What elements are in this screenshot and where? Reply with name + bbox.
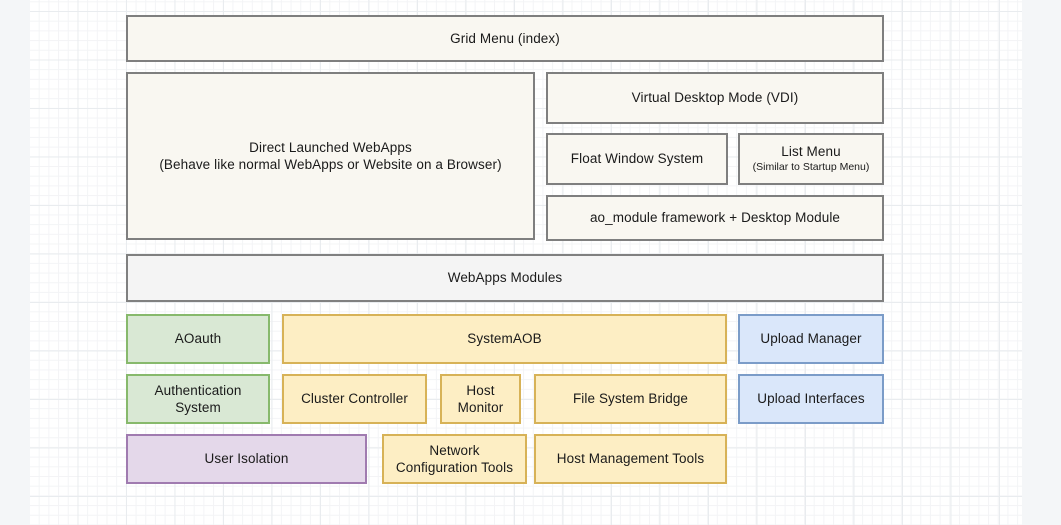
node-label: Float Window System — [571, 150, 703, 167]
node-label: WebApps Modules — [448, 269, 563, 286]
node-label: Upload Interfaces — [757, 390, 865, 407]
node-upload-interfaces[interactable]: Upload Interfaces — [738, 374, 884, 424]
node-label: AOauth — [175, 330, 221, 347]
node-label: Virtual Desktop Mode (VDI) — [632, 89, 799, 106]
node-upload-manager[interactable]: Upload Manager — [738, 314, 884, 364]
node-label: Grid Menu (index) — [450, 30, 560, 47]
node-ao-module-framework[interactable]: ao_module framework + Desktop Module — [546, 195, 884, 241]
node-network-configuration-tools[interactable]: NetworkConfiguration Tools — [382, 434, 527, 484]
node-label: HostMonitor — [458, 382, 504, 417]
node-webapps-modules[interactable]: WebApps Modules — [126, 254, 884, 302]
node-list-menu[interactable]: List Menu (Similar to Startup Menu) — [738, 133, 884, 185]
node-label: AuthenticationSystem — [155, 382, 242, 417]
node-label: ao_module framework + Desktop Module — [590, 209, 840, 226]
node-file-system-bridge[interactable]: File System Bridge — [534, 374, 727, 424]
node-label: List Menu — [781, 143, 840, 160]
node-sublabel: (Similar to Startup Menu) — [753, 161, 870, 174]
node-cluster-controller[interactable]: Cluster Controller — [282, 374, 427, 424]
node-float-window-system[interactable]: Float Window System — [546, 133, 728, 185]
node-label: NetworkConfiguration Tools — [396, 442, 513, 477]
node-label: SystemAOB — [467, 330, 541, 347]
node-label: Cluster Controller — [301, 390, 408, 407]
node-virtual-desktop-mode[interactable]: Virtual Desktop Mode (VDI) — [546, 72, 884, 124]
node-label: Upload Manager — [760, 330, 861, 347]
node-user-isolation[interactable]: User Isolation — [126, 434, 367, 484]
node-aoauth[interactable]: AOauth — [126, 314, 270, 364]
node-label: User Isolation — [205, 450, 289, 467]
node-direct-launched-webapps[interactable]: Direct Launched WebApps(Behave like norm… — [126, 72, 535, 240]
node-authentication-system[interactable]: AuthenticationSystem — [126, 374, 270, 424]
node-grid-menu[interactable]: Grid Menu (index) — [126, 15, 884, 62]
node-label: File System Bridge — [573, 390, 688, 407]
node-host-management-tools[interactable]: Host Management Tools — [534, 434, 727, 484]
node-host-monitor[interactable]: HostMonitor — [440, 374, 521, 424]
node-label: Host Management Tools — [557, 450, 704, 467]
node-system-aob[interactable]: SystemAOB — [282, 314, 727, 364]
node-label: Direct Launched WebApps(Behave like norm… — [159, 139, 501, 174]
